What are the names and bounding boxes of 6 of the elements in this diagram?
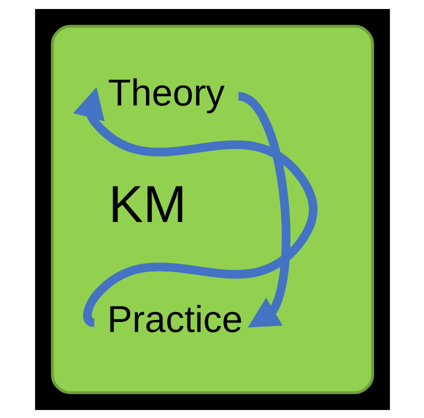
arrow [72,86,317,326]
node-text: KM [108,176,186,234]
cluster [50,24,374,394]
arrow [236,92,290,327]
node-text: Practice [106,297,242,340]
node-text: Theory [107,70,224,113]
